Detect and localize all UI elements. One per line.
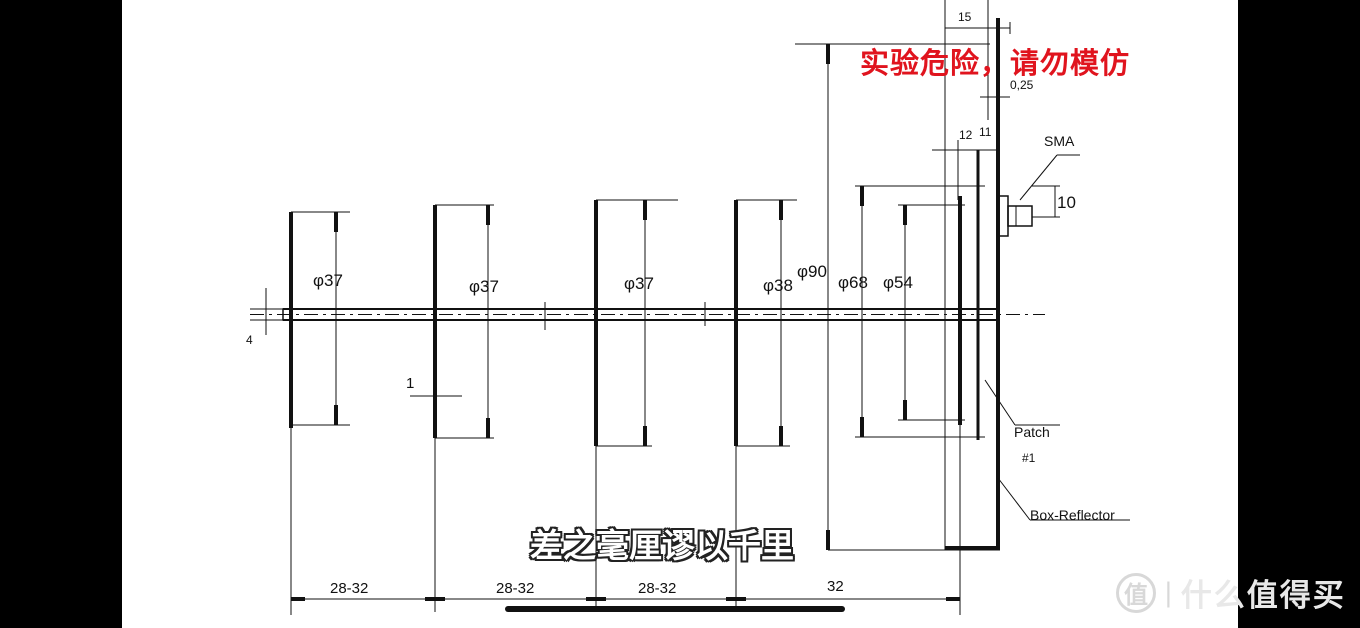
- boom-thickness-label: 4: [246, 333, 253, 347]
- diameter-label: φ38: [763, 276, 793, 295]
- diameter-label: φ37: [313, 271, 343, 290]
- spacing-12-label: 12: [959, 128, 973, 142]
- spacing-label: 32: [827, 578, 844, 595]
- gap-label: 0,25: [1010, 78, 1034, 92]
- connector-size-label: 10: [1057, 193, 1076, 212]
- progress-bar: [505, 606, 845, 612]
- watermark: 值 | 什么值得买: [1116, 570, 1346, 615]
- spacing-label: 28-32: [496, 580, 534, 597]
- sma-leader: [1019, 154, 1058, 201]
- width-label: 15: [958, 10, 972, 24]
- patch-number-label: #1: [1022, 451, 1036, 465]
- reflector-leader: [997, 477, 1031, 521]
- video-subtitle: 差之毫厘谬以千里: [530, 526, 794, 565]
- patch-leader: [984, 379, 1016, 426]
- warning-caption: 实验危险，请勿模仿: [860, 46, 1131, 80]
- diameter-label: φ37: [624, 274, 654, 293]
- patch-label: Patch: [1014, 424, 1050, 440]
- watermark-separator: |: [1164, 577, 1173, 608]
- diameter-label: φ90: [797, 262, 827, 281]
- sma-label: SMA: [1044, 133, 1075, 149]
- element-thickness-label: 1: [406, 375, 414, 392]
- box-reflector-label: Box-Reflector: [1030, 507, 1115, 523]
- diameter-label: φ68: [838, 273, 868, 292]
- spacing-label: 28-32: [330, 580, 368, 597]
- spacing-11-label: 11: [979, 125, 992, 139]
- sma-connector-body: [1007, 205, 1033, 227]
- watermark-logo-icon: 值: [1116, 572, 1156, 613]
- spacing-label: 28-32: [638, 580, 676, 597]
- watermark-text: 什么值得买: [1180, 578, 1346, 614]
- diameter-label: φ37: [469, 277, 499, 296]
- diameter-label: φ54: [883, 273, 913, 292]
